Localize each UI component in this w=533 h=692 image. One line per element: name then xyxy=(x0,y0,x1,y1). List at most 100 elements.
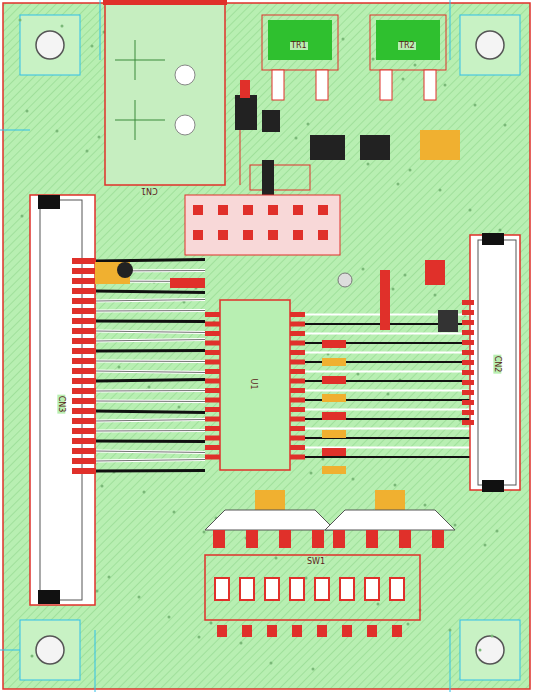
button-cap xyxy=(375,490,405,510)
terminal-mark xyxy=(115,120,165,121)
part-label: U1 xyxy=(249,378,257,391)
connector-pad xyxy=(462,310,474,315)
connector-pad xyxy=(72,348,96,354)
via-dot xyxy=(312,668,315,671)
signal-trace xyxy=(96,411,205,413)
diode-pad xyxy=(262,160,274,195)
via-dot xyxy=(404,274,407,277)
signal-trace xyxy=(96,451,205,453)
via-dot xyxy=(387,393,390,396)
mounting-hole xyxy=(36,31,64,59)
diode-outline xyxy=(250,165,310,190)
ic-pad xyxy=(205,369,220,374)
button-pad xyxy=(366,530,378,548)
switch-lever xyxy=(315,578,329,600)
via-dot xyxy=(454,524,457,527)
ic-pad xyxy=(205,388,220,393)
signal-trace xyxy=(96,440,205,444)
connector-pad xyxy=(462,410,474,415)
ic-pad xyxy=(205,436,220,441)
connector-pad xyxy=(72,338,96,344)
switch-lever xyxy=(265,578,279,600)
part-label: CN1 xyxy=(140,186,159,194)
button-pad xyxy=(279,530,291,548)
connector-latch xyxy=(38,195,60,209)
connector-pad xyxy=(462,350,474,355)
test-point xyxy=(117,262,133,278)
ic-pad xyxy=(290,455,305,460)
via-dot xyxy=(275,557,278,560)
part-label: CN3 xyxy=(57,395,65,414)
connector-pad xyxy=(462,320,474,325)
part-label: SW1 xyxy=(306,558,326,566)
connector-pad xyxy=(72,288,96,294)
ic-pad xyxy=(290,445,305,450)
ic-pad xyxy=(205,426,220,431)
header-pin xyxy=(318,230,328,240)
connector-pad xyxy=(72,368,96,374)
smd-ic xyxy=(438,310,458,332)
connector-pad xyxy=(72,308,96,314)
header-pin xyxy=(218,205,228,215)
part-label: CN2 xyxy=(493,355,501,374)
connector-pad xyxy=(72,378,96,384)
ic-pad xyxy=(205,398,220,403)
signal-trace-edge xyxy=(96,401,205,403)
switch-lever xyxy=(390,578,404,600)
connector-pad xyxy=(72,458,96,464)
connector-pad xyxy=(72,448,96,454)
pin-header-outline xyxy=(185,195,340,255)
signal-trace xyxy=(96,309,205,313)
capacitor-pad xyxy=(262,110,280,132)
signal-trace xyxy=(305,428,470,430)
connector-pad xyxy=(72,408,96,414)
signal-trace xyxy=(96,400,205,404)
terminal-mark xyxy=(135,100,136,140)
regulator-lead xyxy=(272,70,284,100)
connector-pad xyxy=(462,370,474,375)
ic-pad xyxy=(205,350,220,355)
mount-keepout xyxy=(20,15,80,75)
regulator-lead xyxy=(424,70,436,100)
signal-trace-edge xyxy=(96,361,205,363)
ic-pad xyxy=(290,407,305,412)
ic-pad xyxy=(290,322,305,327)
connector-pad xyxy=(72,318,96,324)
passive-part xyxy=(322,394,346,402)
switch-lever xyxy=(365,578,379,600)
signal-trace xyxy=(96,340,205,342)
signal-trace xyxy=(96,389,205,393)
via-dot xyxy=(394,484,397,487)
via-dot xyxy=(138,596,141,599)
via-dot xyxy=(270,662,273,665)
via-dot xyxy=(397,183,400,186)
via-dot xyxy=(56,130,59,133)
header-pin xyxy=(268,205,278,215)
signal-trace xyxy=(96,429,205,433)
via-dot xyxy=(474,104,477,107)
ic-pad xyxy=(290,331,305,336)
signal-trace-edge xyxy=(96,420,205,422)
via-dot xyxy=(178,406,181,409)
guide-line xyxy=(95,630,96,692)
ic-pad xyxy=(290,360,305,365)
mounting-hole xyxy=(476,31,504,59)
ic-pad xyxy=(205,407,220,412)
connector-edge xyxy=(103,0,227,5)
switch-lever xyxy=(240,578,254,600)
header-pin xyxy=(218,230,228,240)
dip-switch-outline xyxy=(205,555,420,620)
regulator-tab xyxy=(376,20,440,60)
signal-trace-edge xyxy=(96,300,205,302)
switch-lever xyxy=(290,578,304,600)
signal-trace-edge xyxy=(96,460,205,462)
led-outline xyxy=(420,130,460,160)
button-body xyxy=(325,510,455,530)
via-dot xyxy=(367,163,370,166)
button-pad xyxy=(432,530,444,548)
signal-trace-edge xyxy=(96,350,205,352)
ic-pad xyxy=(205,360,220,365)
signal-trace xyxy=(96,360,205,364)
via-dot xyxy=(240,642,243,645)
